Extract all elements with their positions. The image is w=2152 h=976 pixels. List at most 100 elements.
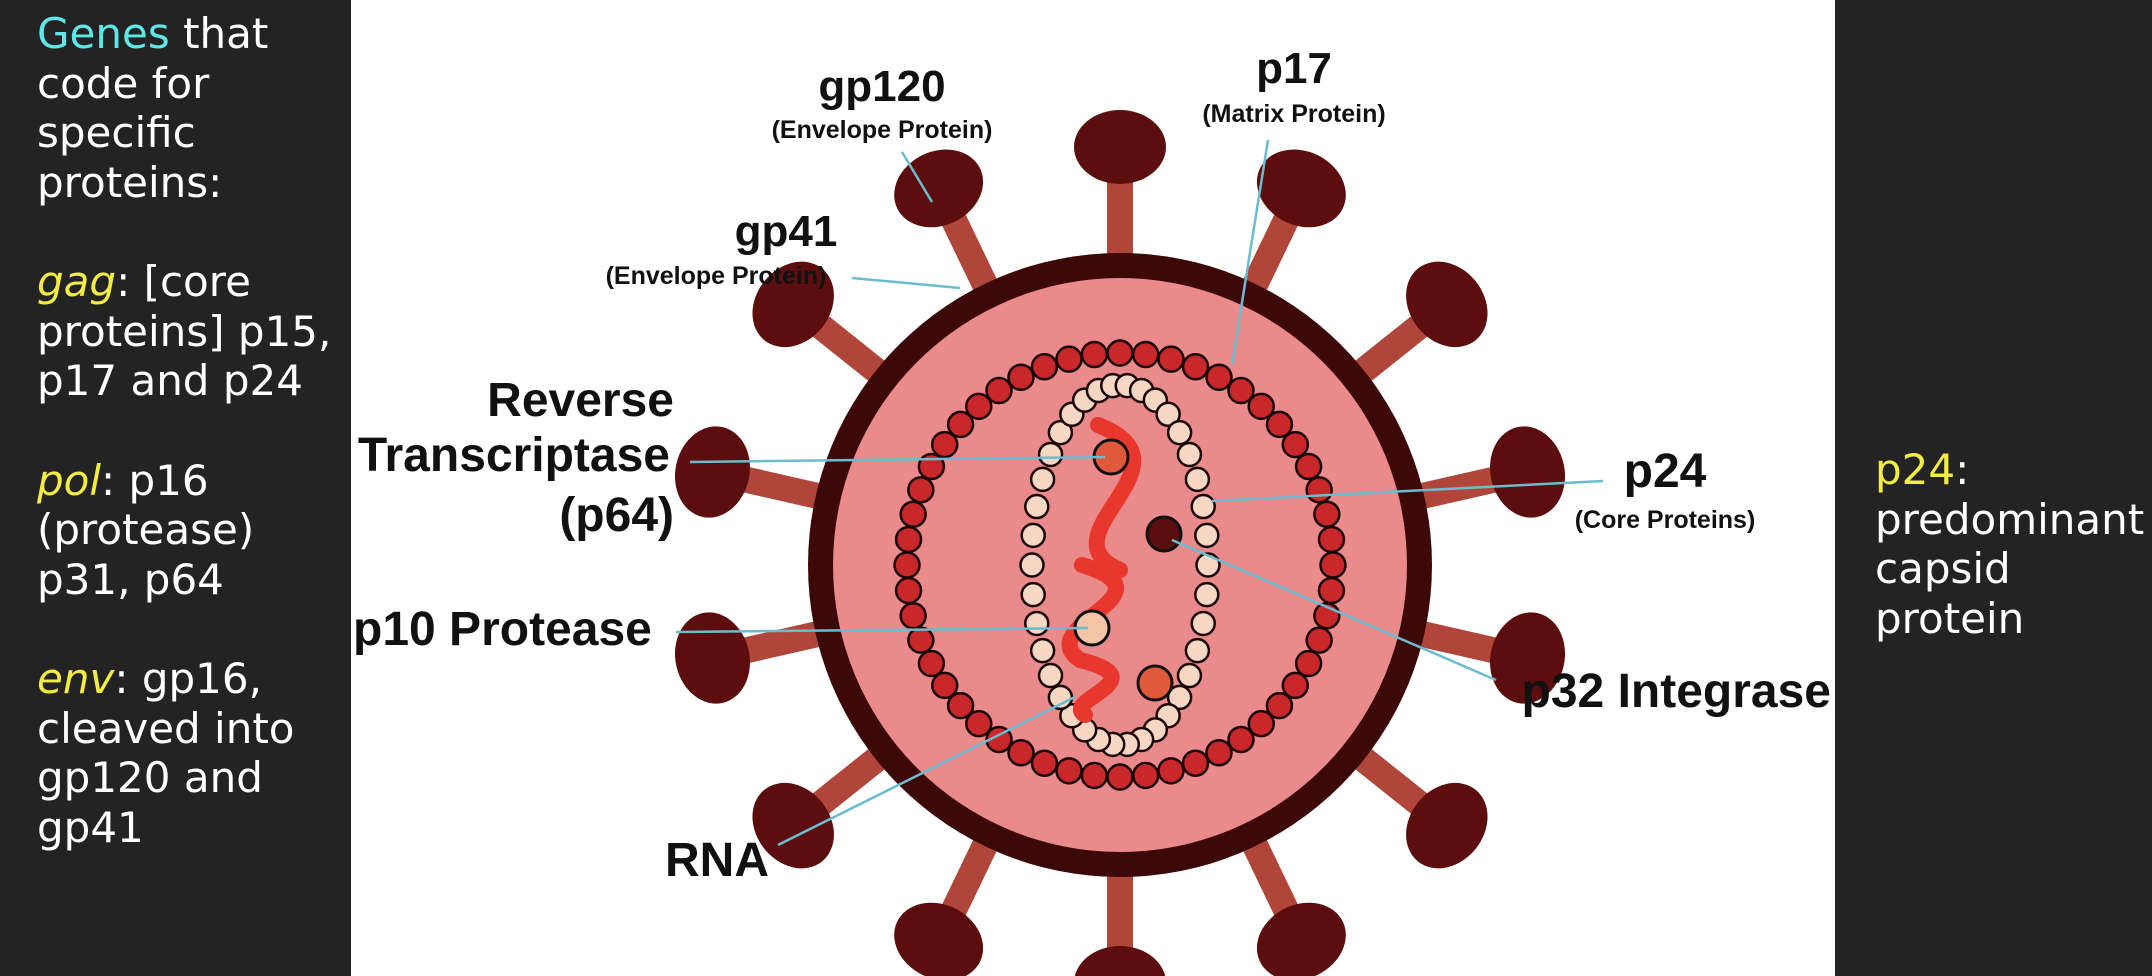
capsid-bead xyxy=(1317,576,1346,605)
core-bead xyxy=(1020,522,1046,549)
label-rt-line1: Reverse xyxy=(487,374,674,427)
capsid-bead xyxy=(899,500,927,529)
hiv-diagram: gp120 (Envelope Protein) p17 (Matrix Pro… xyxy=(351,0,1835,976)
rna-strand-upper xyxy=(1088,417,1142,578)
capsid-bead xyxy=(946,410,975,439)
label-gp120-sub: (Envelope Protein) xyxy=(772,116,993,144)
capsid-bead xyxy=(1131,761,1160,790)
rna-strand-lower xyxy=(1061,557,1124,723)
spike-knob xyxy=(894,902,984,976)
p24-term: p24 xyxy=(1875,445,1956,494)
core-bead xyxy=(1037,662,1064,689)
label-p32-integrase: p32 Integrase xyxy=(1522,665,1831,718)
capsid-bead xyxy=(1007,738,1035,767)
core-bead xyxy=(1195,552,1221,578)
intro-text: that code for specific proteins: xyxy=(37,9,269,207)
capsid-bead xyxy=(1247,709,1275,738)
capsid-bead xyxy=(985,725,1013,754)
capsid-bead xyxy=(946,691,975,720)
core-bead xyxy=(1029,637,1056,664)
capsid-bead xyxy=(1265,691,1294,720)
capsid-bead xyxy=(930,430,959,459)
capsid-bead xyxy=(965,709,993,738)
spike-knob xyxy=(1074,110,1166,184)
env-term: env xyxy=(37,654,115,703)
capsid-bead xyxy=(1247,392,1275,421)
virion-illustration: gp120 (Envelope Protein) p17 (Matrix Pro… xyxy=(353,44,1831,976)
spike-knob xyxy=(1490,426,1566,518)
leader-rna xyxy=(777,695,1076,847)
capsid-bead xyxy=(1294,452,1323,481)
capsid-bead xyxy=(1080,340,1109,369)
capsid-bead xyxy=(965,392,993,421)
core-bead xyxy=(1194,581,1220,608)
p24-text: : predominant capsid protein xyxy=(1875,445,2145,643)
capsid-bead xyxy=(917,649,946,678)
label-p10-protease: p10 Protease xyxy=(353,603,652,656)
capsid-bead xyxy=(1080,761,1109,790)
spike-knob xyxy=(1074,946,1166,976)
capsid-bead xyxy=(1157,757,1185,785)
capsid-bead xyxy=(1106,339,1134,367)
capsid-bead xyxy=(894,525,923,554)
leader-p24 xyxy=(1211,479,1604,503)
capsid-bead xyxy=(1294,649,1323,678)
right-panel: p24: predominant capsid protein xyxy=(1835,0,2152,976)
label-p24: p24 xyxy=(1624,445,1707,498)
leader-gp120 xyxy=(900,151,934,203)
capsid-bead xyxy=(1030,749,1059,777)
core-bead xyxy=(1047,419,1074,446)
core-bead xyxy=(1155,401,1181,428)
capsid-bead xyxy=(1205,738,1233,767)
leader-gp41 xyxy=(851,276,961,290)
label-p17-sub: (Matrix Protein) xyxy=(1202,100,1385,128)
spike-knob xyxy=(894,149,984,228)
core-bead xyxy=(1190,493,1216,520)
core-bead xyxy=(1029,466,1056,493)
capsid-bead xyxy=(1281,671,1310,700)
enzyme-dot xyxy=(1136,664,1174,702)
spike-knob xyxy=(1256,902,1346,976)
capsid-bead xyxy=(1007,363,1035,392)
capsid-bead xyxy=(1319,551,1347,579)
p24-note: p24: predominant capsid protein xyxy=(1875,445,2150,643)
core-bead xyxy=(1166,684,1193,711)
core-bead xyxy=(1190,610,1216,637)
gag-paragraph: gag: [core proteins] p15, p17 and p24 xyxy=(37,257,342,406)
capsid-bead xyxy=(1313,500,1341,529)
core-bead xyxy=(1166,419,1193,446)
spike-knob xyxy=(674,426,750,518)
spike-knob xyxy=(1406,261,1488,348)
core-bead xyxy=(1024,610,1050,637)
intro-paragraph: Genes that code for specific proteins: xyxy=(37,9,342,207)
spike-knob xyxy=(752,782,834,869)
capsid-bead xyxy=(917,452,946,481)
capsid-bead xyxy=(899,601,927,630)
gag-term: gag xyxy=(37,257,117,306)
leader-lines xyxy=(675,139,1604,847)
label-gp120: gp120 xyxy=(818,62,945,111)
label-gp41: gp41 xyxy=(735,207,838,256)
capsid-bead xyxy=(893,551,921,579)
capsid-bead xyxy=(1181,749,1210,777)
pol-text: : p16 (protease) p31, p64 xyxy=(37,455,255,604)
spike-knob xyxy=(752,261,834,348)
core-bead xyxy=(1019,552,1045,578)
capsid-bead xyxy=(1227,725,1255,754)
capsid-bead xyxy=(1305,476,1333,504)
core-bead xyxy=(1024,493,1050,520)
capsid-bead xyxy=(894,576,923,605)
capsid-bead xyxy=(1281,430,1310,459)
capsid-bead xyxy=(1131,340,1160,369)
capsid-bead xyxy=(1181,353,1210,381)
pol-paragraph: pol: p16 (protease) p31, p64 xyxy=(37,456,342,605)
pol-term: pol xyxy=(37,455,102,505)
spike-knob xyxy=(1490,612,1566,704)
capsid-shell-beads xyxy=(893,339,1347,791)
capsid-bead xyxy=(1227,376,1255,405)
capsid-bead xyxy=(1106,763,1134,791)
capsid-bead xyxy=(1030,353,1059,381)
capsid-bead xyxy=(1305,626,1333,654)
label-rt-line3: (p64) xyxy=(559,489,674,542)
capsid-bead xyxy=(907,626,935,654)
